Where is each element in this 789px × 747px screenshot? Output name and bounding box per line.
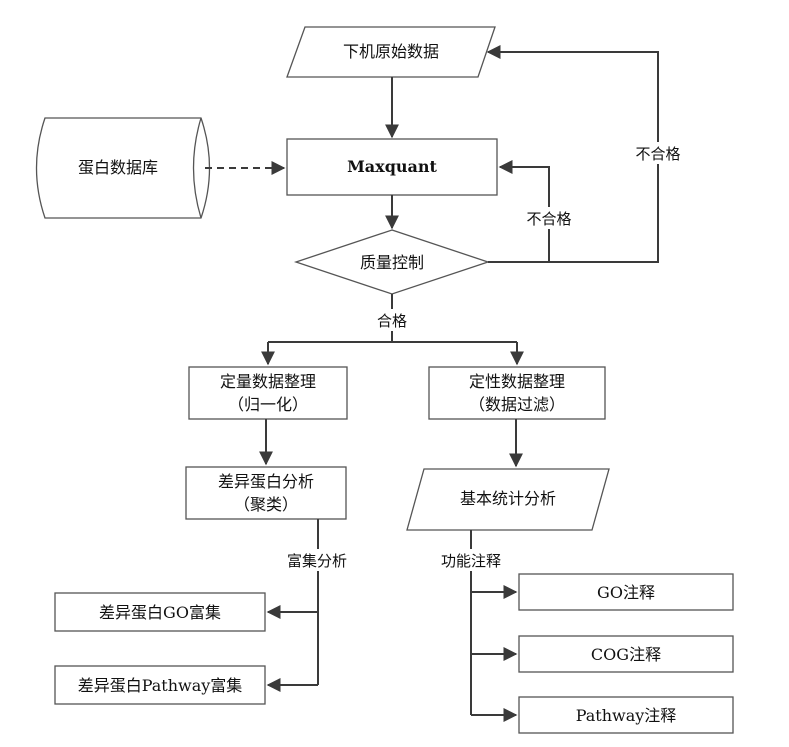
maxquant-node: Maxquant xyxy=(286,138,498,196)
go-enrichment-node: 差异蛋白GO富集 xyxy=(54,592,266,632)
protein-database-label: 蛋白数据库 xyxy=(78,158,158,177)
fail-inner-label-bg xyxy=(518,207,580,229)
fail-inner-label: 不合格 xyxy=(526,210,571,228)
pass-label-bg xyxy=(370,309,414,331)
cog-annotation-label: COG注释 xyxy=(591,645,661,664)
annotation-label-bg xyxy=(430,549,512,571)
diff-protein-label-1: 差异蛋白分析 xyxy=(218,472,314,491)
annotation-label: 功能注释 xyxy=(441,552,501,570)
go-enrichment-label: 差异蛋白GO富集 xyxy=(99,603,221,622)
qual-processing-label-1: 定性数据整理 xyxy=(469,372,565,391)
pathway-annotation-node: Pathway注释 xyxy=(518,696,734,734)
cog-annotation-node: COG注释 xyxy=(518,635,734,673)
pathway-enrichment-label: 差异蛋白Pathway富集 xyxy=(78,676,243,695)
qual-processing-label-2: （数据过滤） xyxy=(469,395,565,414)
enrichment-label-bg xyxy=(276,549,358,571)
diff-protein-label-2: （聚类） xyxy=(234,495,298,514)
raw-data-label: 下机原始数据 xyxy=(343,42,439,61)
qual-processing-node: 定性数据整理 （数据过滤） xyxy=(428,366,606,420)
basic-stats-node: 基本统计分析 xyxy=(406,468,610,531)
go-annotation-label: GO注释 xyxy=(597,583,655,602)
quant-processing-node: 定量数据整理 （归一化） xyxy=(188,366,348,420)
fail-outer-label: 不合格 xyxy=(635,145,680,163)
protein-database-node: 蛋白数据库 xyxy=(35,117,211,219)
fail-outer-label-bg xyxy=(626,142,690,164)
pass-label: 合格 xyxy=(377,312,407,330)
pathway-enrichment-node: 差异蛋白Pathway富集 xyxy=(54,665,266,705)
quality-control-node: 质量控制 xyxy=(293,229,491,295)
quality-control-label: 质量控制 xyxy=(360,253,424,272)
quant-processing-label-1: 定量数据整理 xyxy=(220,372,316,391)
quant-processing-label-2: （归一化） xyxy=(228,395,308,414)
enrichment-label: 富集分析 xyxy=(287,552,347,570)
diff-protein-node: 差异蛋白分析 （聚类） xyxy=(185,466,347,520)
maxquant-label: Maxquant xyxy=(347,157,437,176)
pathway-annotation-label: Pathway注释 xyxy=(576,706,677,725)
basic-stats-label: 基本统计分析 xyxy=(460,489,556,508)
raw-data-node: 下机原始数据 xyxy=(286,26,496,78)
go-annotation-node: GO注释 xyxy=(518,573,734,611)
